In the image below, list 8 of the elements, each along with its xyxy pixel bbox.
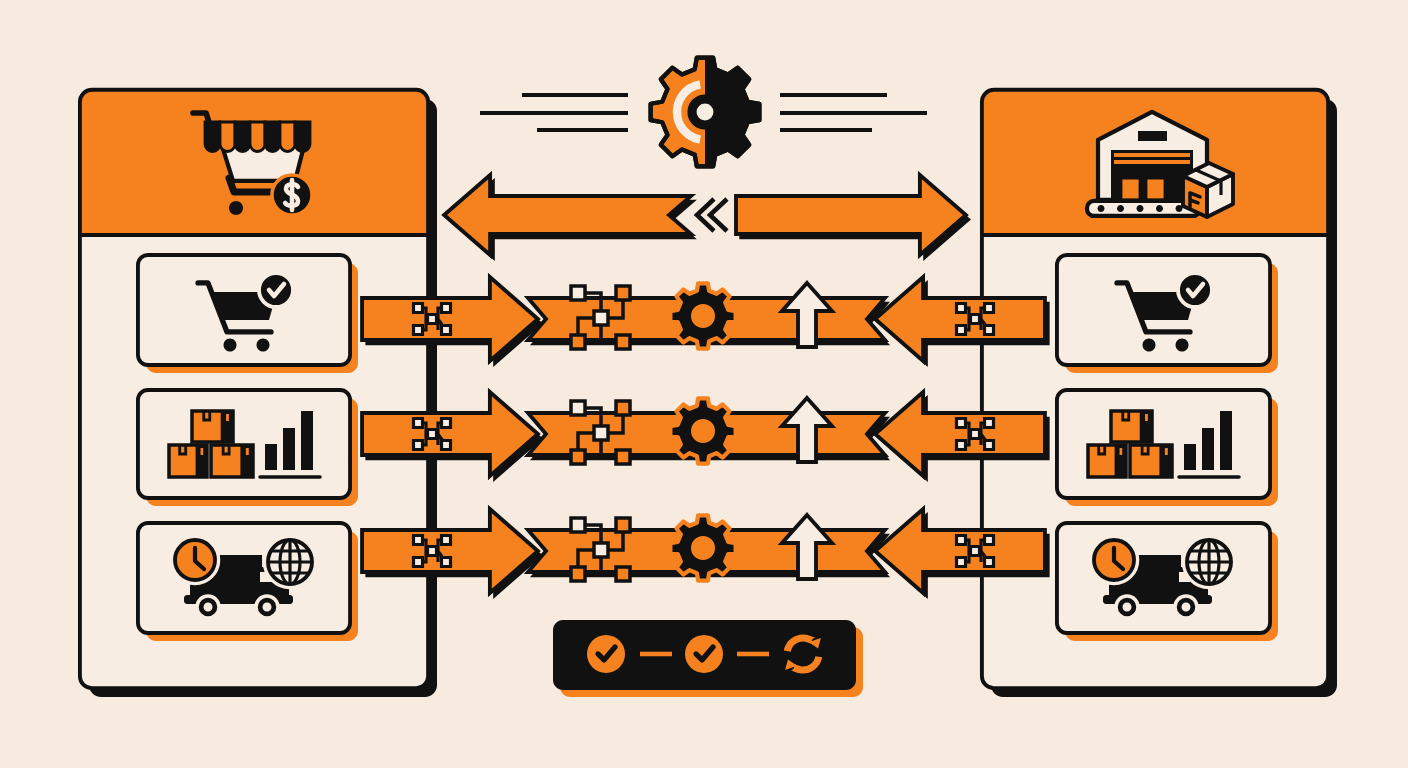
fat-arrow bbox=[872, 272, 1050, 368]
fat-arrow bbox=[360, 272, 543, 368]
fat-arrow bbox=[872, 387, 1050, 483]
fat-arrow bbox=[872, 504, 1050, 600]
fat-arrow bbox=[441, 170, 697, 262]
fat-arrow bbox=[360, 504, 543, 600]
fat-arrow bbox=[734, 170, 971, 262]
fat-arrow bbox=[360, 387, 543, 483]
